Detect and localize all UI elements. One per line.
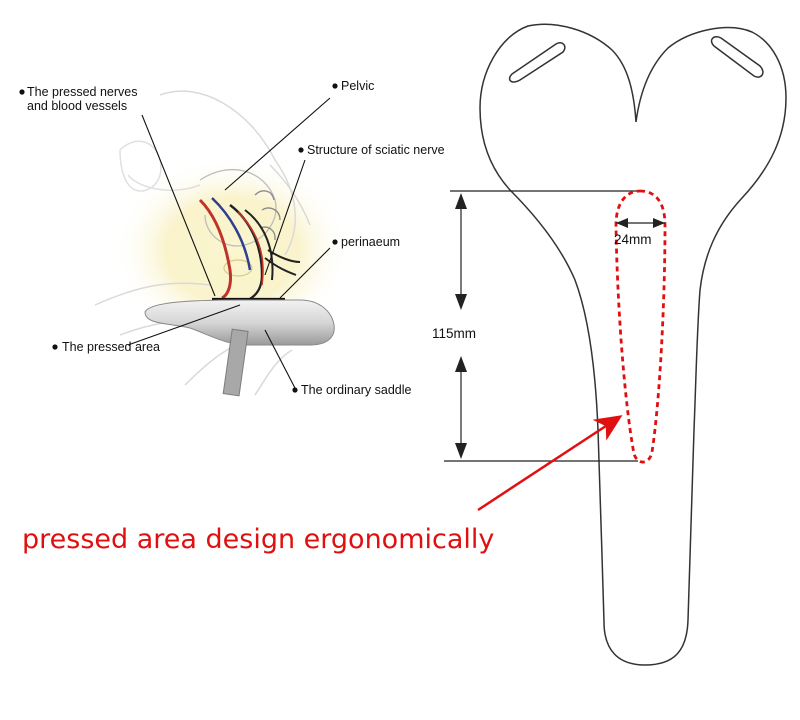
length-dimension [444,190,640,462]
bullet-perinaeum [332,239,338,245]
label-pointers [127,97,331,391]
sciatic-nerve-3 [237,211,264,286]
vessel-blue [211,197,252,271]
width-arrow-left [616,218,628,228]
pointer-arrow [477,415,623,512]
pressed-area-relief [614,189,667,464]
bullet-ordinary-saddle [292,387,298,393]
dim-arrow-mid-up [455,356,467,372]
label-pelvic: Pelvic [341,79,374,93]
width-arrow-right [653,218,665,228]
pointer-perinaeum [279,247,331,299]
vessel-red [198,198,232,300]
anatomy-illustration [94,90,352,397]
dim-arrow-mid-down [455,294,467,310]
sciatic-nerve-2 [244,209,301,281]
ordinary-saddle-shape [144,299,335,346]
dim-arrow-bottom [455,443,467,459]
width-label: 24mm [614,232,652,247]
bullet-pressed-area [52,344,58,350]
seat-post [222,328,249,397]
pelvic-inner [199,168,277,247]
label-sciatic: Structure of sciatic nerve [307,143,445,157]
saddle-slot-left [508,41,566,83]
bullet-pressed-nerves [19,89,25,95]
pelvic-bone [119,140,201,192]
body-outline [159,90,311,256]
pelvic-cavity [223,259,253,277]
label-ordinary-saddle: The ordinary saddle [301,383,412,397]
length-label: 115mm [432,326,476,341]
pointer-sciatic [264,159,306,276]
label-perinaeum: perinaeum [341,235,400,249]
label-pressed-nerves-2: and blood vessels [27,99,127,113]
label-pressed-area: The pressed area [62,340,160,354]
pointer-pressed-nerves [141,114,216,297]
bullet-pelvic [332,83,338,89]
pointer-ordinary-saddle [264,329,297,391]
saddle-slot-right [710,35,764,78]
label-bullets [19,83,338,393]
bullet-sciatic [298,147,304,153]
pelvic-glow [112,155,352,345]
dim-arrow-top [455,193,467,209]
headline: pressed area design ergonomically [22,524,494,555]
label-pressed-nerves-1: The pressed nerves [27,85,137,99]
pointer-pelvic [224,97,331,191]
pointer-pressed-area [127,304,241,346]
saddle-top-outline [479,23,787,666]
